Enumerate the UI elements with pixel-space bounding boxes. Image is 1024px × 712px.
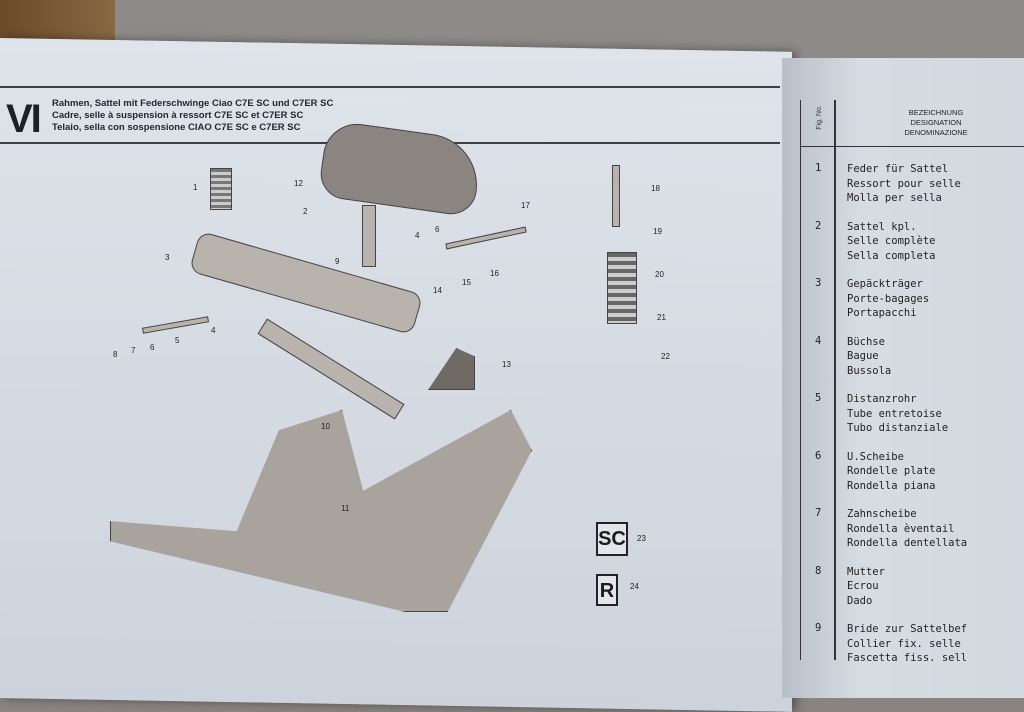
designation-line: Rondella dentellata (847, 537, 968, 549)
designation-line: Sella completa (847, 249, 936, 262)
fig-number: 9 (815, 622, 822, 634)
designation-line: Zahnscheibe (847, 508, 917, 520)
header-fr: DESIGNATION (910, 118, 962, 127)
parts-table: Fig. No. BEZEICHNUNG DESIGNATION DENOMIN… (800, 100, 1024, 664)
designation-line: Rondella èventail (847, 522, 955, 535)
designation-header: BEZEICHNUNG DESIGNATION DENOMINAZIONE (841, 108, 1024, 138)
callout-1: 1 (193, 183, 198, 192)
callout-20: 20 (655, 270, 664, 279)
designation-line: Tubo distanziale (847, 422, 949, 434)
callout-6: 6 (435, 225, 440, 234)
fig-number: 8 (815, 564, 822, 577)
callout-5: 5 (175, 336, 180, 345)
callout-22: 22 (661, 352, 670, 361)
designation-line: Ecrou (847, 580, 879, 592)
designation-line: Bride zur Sattelbef (847, 623, 968, 635)
header-de: BEZEICHNUNG (908, 108, 964, 117)
callout-10: 10 (321, 422, 330, 431)
title-de: Rahmen, Sattel mit Federschwinge Ciao C7… (52, 98, 334, 109)
column-divider (834, 100, 836, 660)
callout-23: 23 (637, 534, 646, 543)
title-fr: Cadre, selle à suspension à ressort C7E … (52, 110, 304, 121)
callout-24: 24 (630, 582, 639, 591)
fig-number: 7 (815, 507, 822, 519)
designation-line: Feder für Sattel (847, 163, 949, 175)
fig-number: 5 (815, 392, 822, 404)
designation-line: Molla per sella (847, 192, 942, 204)
designation-line: Dado (847, 594, 873, 607)
saddle-post (362, 205, 376, 267)
right-page (782, 58, 1024, 698)
fig-number: 6 (815, 449, 822, 462)
fig-number: 3 (815, 277, 822, 289)
designation-line: Gepäckträger (847, 278, 923, 290)
badge-sc: SC (596, 522, 628, 556)
fig-number: 2 (815, 219, 822, 232)
title-it: Telaio, sella con sospensione CIAO C7E S… (52, 122, 301, 133)
fig-no-header: Fig. No. (815, 105, 823, 130)
designation-line: Distanzrohr (847, 393, 917, 405)
callout-16: 16 (490, 269, 499, 278)
callout-18: 18 (651, 184, 660, 193)
callout-14: 14 (433, 286, 442, 295)
designation-line: Tube entretoise (847, 407, 942, 420)
header-it: DENOMINAZIONE (904, 128, 968, 137)
callout-15: 15 (462, 278, 471, 287)
designation-line: Collier fix. selle (847, 637, 961, 650)
callout-9: 9 (335, 257, 340, 266)
callout-13: 13 (502, 360, 511, 369)
bolt-18 (612, 165, 620, 227)
callout-4b: 4 (211, 326, 216, 335)
designation-line: Büchse (847, 335, 885, 348)
callout-2: 2 (303, 207, 308, 216)
designation-line: Sattel kpl. (847, 220, 917, 233)
designation-line: Rondella piana (847, 479, 936, 492)
callout-7: 7 (131, 346, 136, 355)
callout-17: 17 (521, 201, 530, 210)
designation-line: Portapacchi (847, 307, 917, 319)
fig-number: 4 (815, 334, 822, 347)
designation-line: Rondelle plate (847, 465, 936, 477)
fig-number: 1 (815, 162, 822, 174)
designation-line: Bague (847, 350, 879, 362)
spring-1 (210, 168, 232, 210)
callout-6b: 6 (150, 343, 155, 352)
designation-line: Fascetta fiss. sell (847, 652, 968, 664)
table-header: Fig. No. BEZEICHNUNG DESIGNATION DENOMIN… (801, 100, 1024, 147)
callout-8: 8 (113, 350, 118, 359)
callout-19: 19 (653, 227, 662, 236)
callout-4: 4 (415, 231, 420, 240)
designation-line: U.Scheibe (847, 450, 904, 463)
header-rule-top (0, 86, 780, 88)
designation-line: Porte-bagages (847, 292, 930, 305)
designation-line: Bussola (847, 364, 892, 377)
spring-20 (607, 252, 637, 324)
callout-11: 11 (341, 504, 350, 513)
callout-3: 3 (165, 253, 170, 262)
page-titles: Rahmen, Sattel mit Federschwinge Ciao C7… (52, 98, 333, 134)
callout-12: 12 (294, 179, 303, 188)
callout-21: 21 (657, 313, 666, 322)
designation-line: Ressort pour selle (847, 177, 961, 190)
chapter-number: VI (6, 97, 42, 141)
badge-r: R (596, 574, 618, 606)
designation-line: Mutter (847, 565, 885, 578)
designation-line: Selle complète (847, 235, 936, 247)
